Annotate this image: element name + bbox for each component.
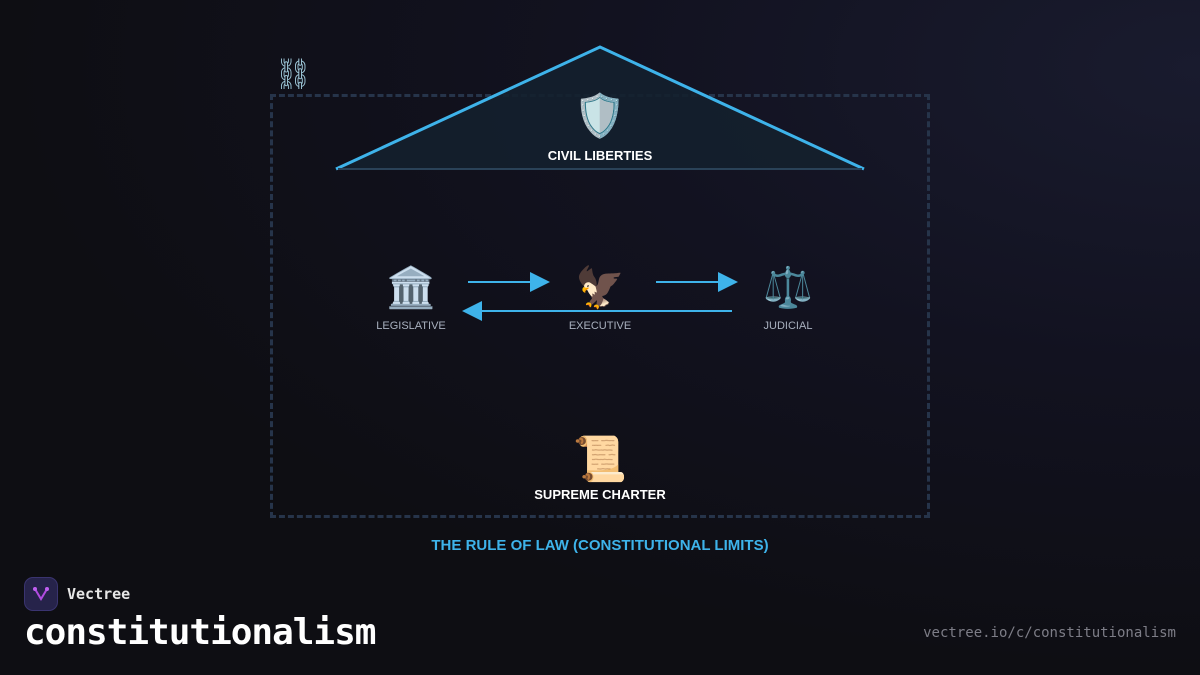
executive-label: EXECUTIVE: [568, 320, 632, 332]
diagram-caption: THE RULE OF LAW (CONSTITUTIONAL LIMITS): [431, 537, 769, 554]
brand: Vectree: [24, 577, 130, 611]
scroll-icon: 📜: [572, 435, 628, 484]
classical-building-icon: 🏛️: [386, 266, 436, 310]
chain-icon: ⛓: [274, 58, 313, 91]
civil-liberties-label: CIVIL LIBERTIES: [547, 148, 653, 163]
shield-icon: 🛡️: [573, 92, 627, 139]
legislative-label: LEGISLATIVE: [376, 320, 446, 332]
brand-name: Vectree: [67, 585, 131, 603]
judicial-label: JUDICIAL: [763, 320, 813, 332]
eagle-icon: 🦅: [575, 266, 625, 310]
roof-triangle: [336, 47, 864, 169]
balance-scale-icon: ⚖️: [763, 266, 813, 310]
source-url: vectree.io/c/constitutionalism: [923, 625, 1176, 641]
page-title: constitutionalism: [24, 612, 376, 653]
vectree-logo-icon: [24, 577, 58, 611]
supreme-charter-label: SUPREME CHARTER: [534, 487, 666, 502]
